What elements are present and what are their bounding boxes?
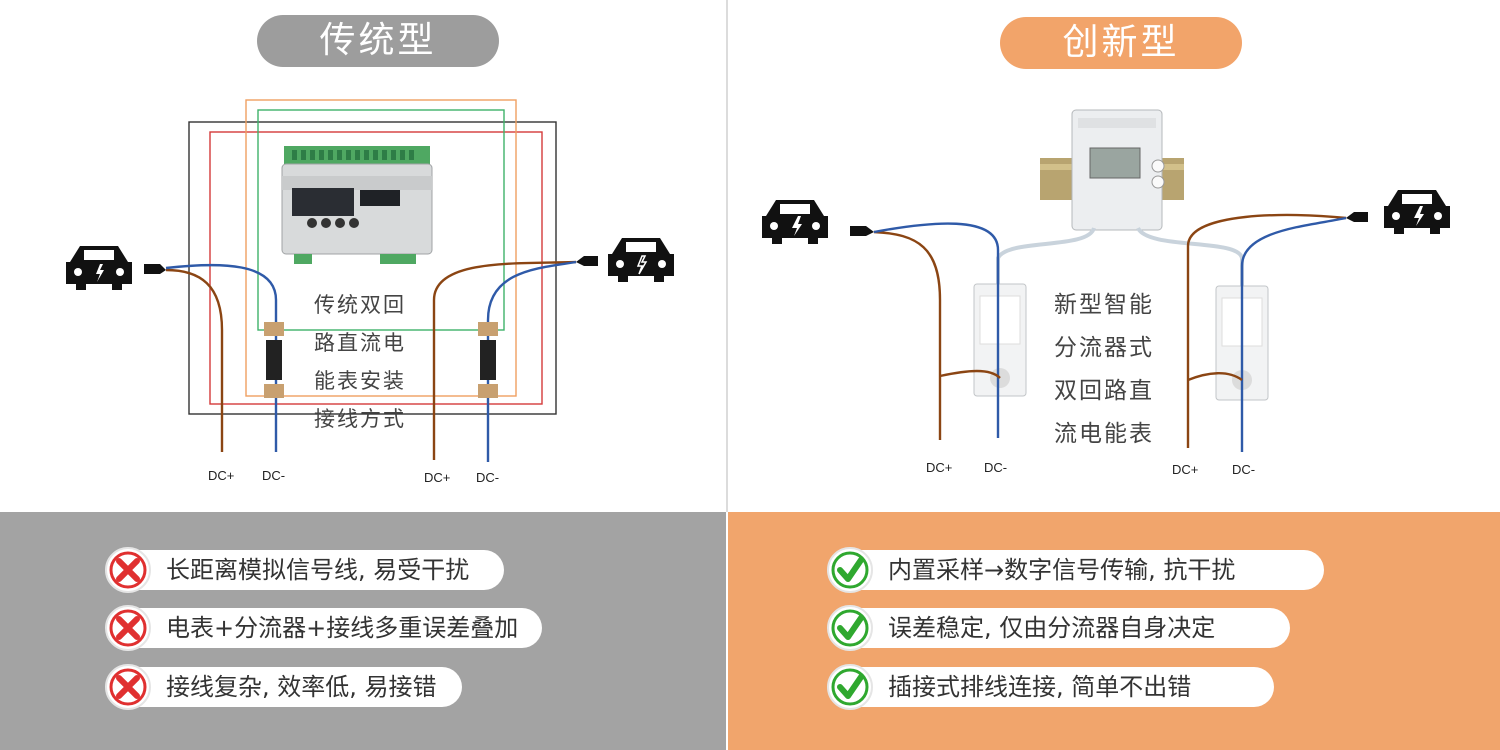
caption-line: 能表安装 bbox=[314, 369, 406, 393]
caption-line: 流电能表 bbox=[1054, 421, 1154, 447]
caption-line: 双回路直 bbox=[1054, 378, 1154, 404]
shunt-right bbox=[478, 322, 498, 398]
dc-plus-label: DC+ bbox=[1172, 462, 1199, 477]
caption-line: 分流器式 bbox=[1054, 335, 1154, 361]
drawback-item: 接线复杂, 效率低, 易接错 bbox=[105, 664, 462, 710]
shunt-left bbox=[264, 322, 284, 398]
traditional-title: 传统型 bbox=[257, 15, 499, 67]
cross-icon bbox=[104, 663, 152, 711]
drawback-text: 接线复杂, 效率低, 易接错 bbox=[166, 673, 437, 701]
check-icon bbox=[826, 663, 874, 711]
din-meter bbox=[281, 146, 433, 264]
check-icon bbox=[826, 604, 874, 652]
dc-minus-label: DC- bbox=[476, 470, 500, 485]
advantage-item: 误差稳定, 仅由分流器自身决定 bbox=[827, 605, 1290, 651]
innovative-title: 创新型 bbox=[1000, 17, 1242, 69]
dc-plus-label: DC+ bbox=[208, 468, 235, 483]
traditional-wiring-diagram bbox=[66, 99, 674, 462]
car-icon-left bbox=[762, 200, 874, 244]
caption-line: 传统双回 bbox=[314, 293, 406, 317]
drawback-text: 电表+分流器+接线多重误差叠加 bbox=[166, 614, 519, 642]
traditional-panel: 传统型 bbox=[0, 0, 726, 750]
caption-line: 新型智能 bbox=[1054, 292, 1154, 318]
dc-minus-label: DC- bbox=[1232, 462, 1256, 477]
panel-divider bbox=[726, 0, 728, 512]
advantage-text: 插接式排线连接, 简单不出错 bbox=[888, 673, 1192, 701]
advantage-text: 内置采样→数字信号传输, 抗干扰 bbox=[888, 556, 1236, 584]
innovative-wiring-diagram bbox=[762, 109, 1450, 452]
innovative-diagram: 创新型 bbox=[728, 0, 1500, 512]
traditional-caption: 传统双回 路直流电 能表安装 接线方式 bbox=[314, 286, 406, 438]
dc-plus-label: DC+ bbox=[926, 460, 953, 475]
smart-meter bbox=[1040, 109, 1184, 231]
wire-green-loop bbox=[257, 109, 505, 331]
advantage-text: 误差稳定, 仅由分流器自身决定 bbox=[888, 614, 1216, 642]
caption-line: 接线方式 bbox=[314, 407, 406, 431]
car-icon-right bbox=[576, 238, 674, 282]
car-icon-left bbox=[66, 246, 166, 290]
innovative-panel: 创新型 bbox=[728, 0, 1500, 750]
traditional-drawbacks: 长距离模拟信号线, 易受干扰 电表+分流器+接线多重误差叠加 接线复杂, 效率低… bbox=[0, 512, 726, 750]
drawback-item: 长距离模拟信号线, 易受干扰 bbox=[105, 547, 504, 593]
dc-minus-label: DC- bbox=[262, 468, 286, 483]
drawback-item: 电表+分流器+接线多重误差叠加 bbox=[105, 605, 542, 651]
dc-plus-label: DC+ bbox=[424, 470, 451, 485]
innovative-caption: 新型智能 分流器式 双回路直 流电能表 bbox=[1054, 284, 1154, 456]
caption-line: 路直流电 bbox=[314, 331, 406, 355]
cross-icon bbox=[104, 604, 152, 652]
check-icon bbox=[826, 546, 874, 594]
advantage-item: 内置采样→数字信号传输, 抗干扰 bbox=[827, 547, 1324, 593]
drawback-text: 长距离模拟信号线, 易受干扰 bbox=[166, 556, 470, 584]
car-icon-right bbox=[1346, 190, 1450, 234]
wire-black-loop bbox=[188, 121, 557, 415]
innovative-advantages: 内置采样→数字信号传输, 抗干扰 误差稳定, 仅由分流器自身决定 插接式排线连接… bbox=[728, 512, 1500, 750]
traditional-diagram: 传统型 bbox=[0, 0, 726, 512]
wire-orange-loop bbox=[245, 99, 517, 397]
dc-minus-label: DC- bbox=[984, 460, 1008, 475]
advantage-item: 插接式排线连接, 简单不出错 bbox=[827, 664, 1274, 710]
smart-shunt-left bbox=[973, 283, 1027, 397]
cross-icon bbox=[104, 546, 152, 594]
